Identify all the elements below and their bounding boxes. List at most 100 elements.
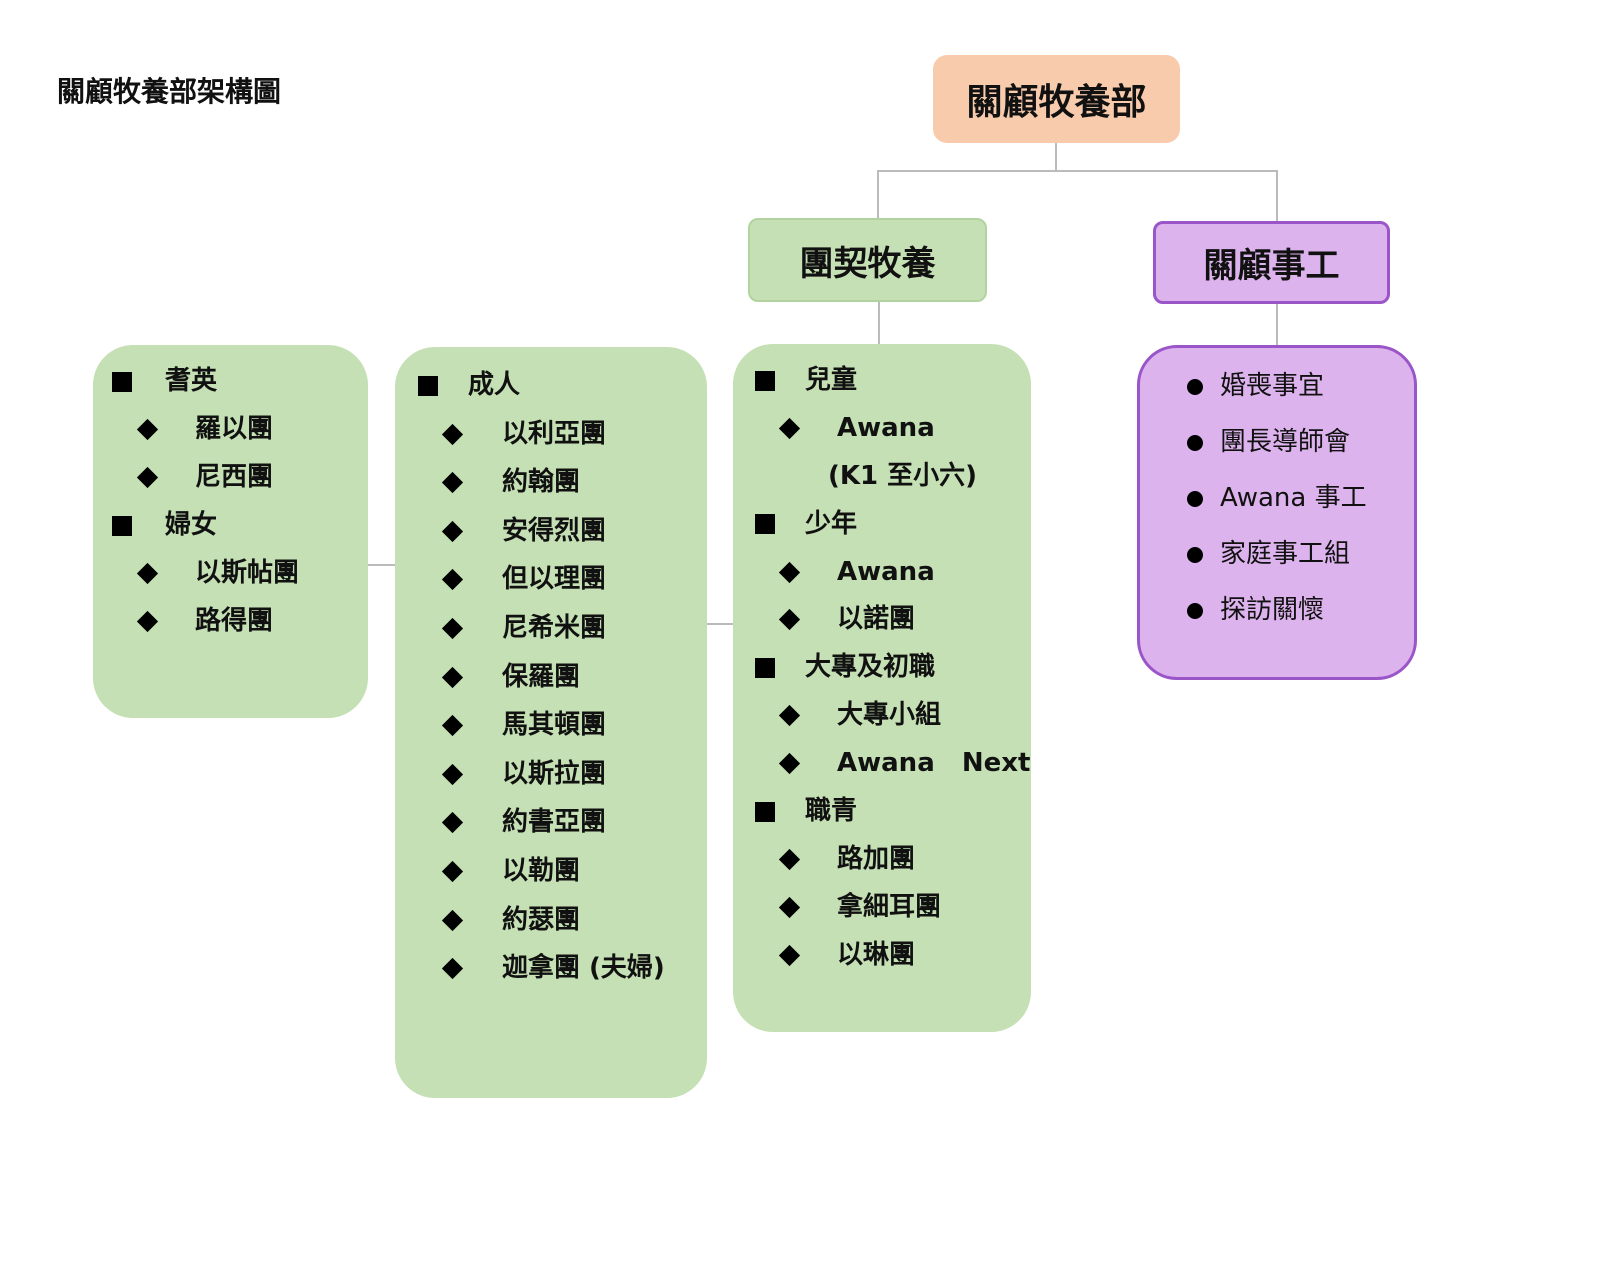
connector (877, 170, 879, 218)
list-item: 拿細耳團 (733, 884, 1031, 932)
seniors-women-box: 耆英羅以團尼西團婦女以斯帖團路得團 (93, 345, 368, 718)
group-heading: 職青 (805, 796, 858, 827)
diamond-bullet-icon (441, 458, 464, 507)
list-item: 家庭事工組 (1140, 526, 1414, 582)
diamond-bullet-icon (441, 847, 464, 896)
list-item: 羅以團 (93, 405, 368, 453)
list-item: (K1 至小六) (733, 453, 1031, 501)
list-item: 以斯拉團 (395, 750, 707, 799)
list-item: Awana (733, 549, 1031, 597)
list-item: 婦女 (93, 501, 368, 549)
group-item-label: Awana Next (837, 748, 1031, 779)
diamond-bullet-icon (441, 750, 464, 799)
diamond-bullet-icon (778, 836, 801, 884)
diamond-bullet-icon (441, 410, 464, 459)
group-item-label: 馬其頓團 (502, 710, 607, 741)
group-item-label: 大專小組 (837, 700, 942, 731)
circle-bullet-icon (1187, 582, 1203, 638)
care-ministry-node: 關顧事工 (1153, 221, 1390, 304)
group-item-label: 以斯拉團 (502, 758, 607, 789)
group-item-label: 路加團 (837, 843, 916, 874)
group-item-label: (K1 至小六) (828, 460, 978, 491)
list-item: 兒童 (733, 357, 1031, 405)
diamond-bullet-icon (136, 453, 159, 501)
diamond-bullet-icon (136, 549, 159, 597)
connector (877, 170, 1278, 172)
list-item: 以諾團 (733, 596, 1031, 644)
diamond-bullet-icon (778, 405, 801, 453)
connector (368, 564, 395, 566)
group-item-label: 以利亞團 (502, 418, 607, 449)
square-bullet-icon (755, 788, 775, 836)
group-item-label: 保羅團 (502, 661, 581, 692)
square-bullet-icon (755, 644, 775, 692)
list-item: 婚喪事宜 (1140, 358, 1414, 414)
list-item: 以勒團 (395, 847, 707, 896)
root-node: 關顧牧養部 (933, 55, 1180, 143)
square-bullet-icon (418, 361, 438, 410)
list-item: 約書亞團 (395, 798, 707, 847)
group-item-label: Awana 事工 (1220, 483, 1367, 513)
list-item: 探訪關懷 (1140, 582, 1414, 638)
diamond-bullet-icon (778, 596, 801, 644)
group-item-label: 約翰團 (502, 467, 581, 498)
diamond-bullet-icon (441, 944, 464, 993)
square-bullet-icon (755, 501, 775, 549)
group-heading: 成人 (468, 370, 521, 400)
circle-bullet-icon (1187, 470, 1203, 526)
list-item: 路得團 (93, 597, 368, 645)
group-item-label: 羅以團 (195, 414, 274, 444)
list-item: 成人 (395, 361, 707, 410)
list-item: 路加團 (733, 836, 1031, 884)
group-item-label: 路得團 (195, 606, 274, 636)
square-bullet-icon (112, 357, 132, 405)
group-heading: 兒童 (805, 365, 858, 395)
diamond-bullet-icon (441, 798, 464, 847)
list-item: 以斯帖團 (93, 549, 368, 597)
group-item-label: 尼西團 (195, 462, 274, 492)
diamond-bullet-icon (441, 507, 464, 556)
group-heading: 少年 (805, 508, 858, 539)
group-heading: 耆英 (165, 366, 218, 396)
diamond-bullet-icon (441, 896, 464, 945)
list-item: 約瑟團 (395, 896, 707, 945)
connector (707, 623, 733, 625)
square-bullet-icon (112, 501, 132, 549)
list-item: 少年 (733, 501, 1031, 549)
connector (1055, 143, 1057, 171)
list-item: 以琳團 (733, 932, 1031, 980)
list-item: 安得烈團 (395, 507, 707, 556)
list-item: 但以理團 (395, 555, 707, 604)
group-item-label: 以斯帖團 (195, 558, 300, 588)
group-item-label: Awana (837, 556, 935, 587)
list-item: 以利亞團 (395, 410, 707, 459)
list-item: 耆英 (93, 357, 368, 405)
connector (1276, 304, 1278, 346)
square-bullet-icon (755, 357, 775, 405)
group-item-label: 家庭事工組 (1220, 539, 1351, 569)
list-item: Awana 事工 (1140, 470, 1414, 526)
list-item: Awana Next (733, 740, 1031, 788)
connector (1276, 170, 1278, 221)
circle-bullet-icon (1187, 414, 1203, 470)
list-item: 約翰團 (395, 458, 707, 507)
list-item: 尼西團 (93, 453, 368, 501)
group-item-label: 迦拿團 (夫婦) (502, 953, 665, 984)
diamond-bullet-icon (441, 701, 464, 750)
group-item-label: 婚喪事宜 (1220, 371, 1325, 401)
fellowship-node: 團契牧養 (748, 218, 987, 302)
list-item: 馬其頓團 (395, 701, 707, 750)
circle-bullet-icon (1187, 358, 1203, 414)
group-item-label: Awana (837, 412, 935, 443)
page-title: 關顧牧養部架構圖 (57, 75, 282, 108)
group-item-label: 尼希米團 (502, 612, 607, 643)
group-item-label: 但以理團 (502, 564, 607, 595)
adults-box: 成人以利亞團約翰團安得烈團但以理團尼希米團保羅團馬其頓團以斯拉團約書亞團以勒團約… (395, 347, 707, 1098)
list-item: 迦拿團 (夫婦) (395, 944, 707, 993)
list-item: Awana (733, 405, 1031, 453)
diamond-bullet-icon (778, 740, 801, 788)
group-item-label: 安得烈團 (502, 515, 607, 546)
connector (878, 302, 880, 345)
